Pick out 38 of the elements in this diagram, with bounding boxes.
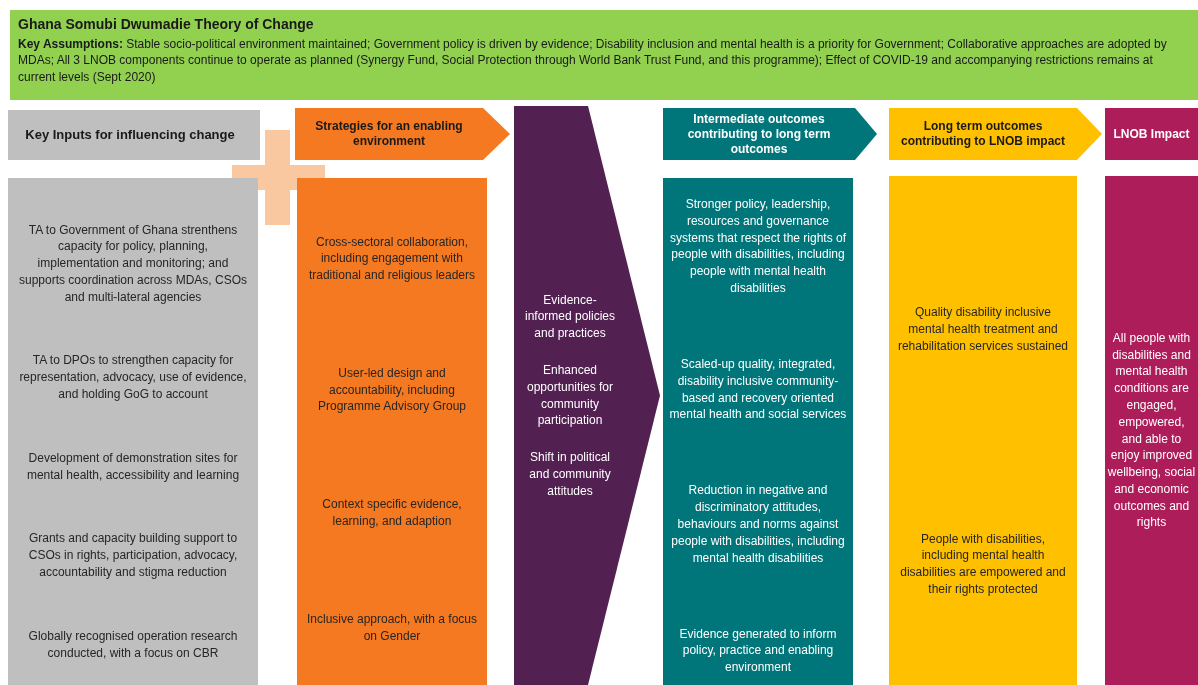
item-text: User-led design and accountability, including Programme Advisory Group [316,364,468,416]
item-text: Scaled-up quality, integrated, disability inclusive community-based and recovery oriented mental health and social services [669,356,847,424]
item-text: Grants and capacity building support to CSOs in rights, participation, advocacy, accountability and stigma reduction [27,530,239,581]
header-text: Intermediate outcomes contributing to long term outcomes [686,111,832,157]
header-text: Key Inputs for influencing change [24,126,236,144]
item-text: All people with disabilities and mental health conditions are engaged, empowered, and able to enjoy improved wellbeing, social and economic outcomes and rights [1107,329,1196,532]
item-text: Inclusive approach, with a focus on Gender [305,610,479,645]
inputs-panel [8,178,258,685]
item-text: Cross-sectoral collaboration, including engagement with traditional and religious leaders [307,233,477,284]
item-text: Enhanced opportunities for community participation [525,361,615,430]
title-band [10,10,1198,100]
header-text: LNOB Impact [1112,126,1191,142]
outcomes-panel [889,176,1077,685]
item-text: TA to DPOs to strengthen capacity for representation, advocacy, use of evidence, and holding GoG to account [18,352,248,403]
item-text: Quality disability inclusive mental health treatment and rehabilitation services sustained [897,304,1069,355]
assumptions-text: Key Assumptions: Stable socio-political environment maintained; Government policy is driven by evidence; Disability inclusion and mental health is a priority for Government; Collaborative approaches are adopted by MDAs; All 3 LNOB components continue to operate as planned (Synergy Fund, Social Protection through World Bank Trust Fund, and this programme); Effect of COVID-19 and accompanying restrictions remains at current levels (Sept 2020) [18,35,1168,86]
column-header [1105,108,1198,160]
chevron-header [295,108,510,160]
chevron-header [889,108,1102,160]
item-text: Stronger policy, leadership, resources and governance systems that respect the rights of people with disabilities, including people with mental health disabilities [669,196,847,297]
header-text: Strategies for an enabling environment [314,119,464,149]
header-text: Long term outcomes contributing to LNOB impact [900,119,1066,149]
item-text: Globally recognised operation research conducted, with a focus on CBR [27,627,239,662]
band-heading: Ghana Somubi Dwumadie Theory of Change [18,16,315,34]
impact-panel [1105,176,1198,685]
item-text: Reduction in negative and discriminatory attitudes, behaviours and norms against people with disabilities, including mental health disabilities [670,482,846,567]
outcomes-panel [663,178,853,685]
funnel-arrow [514,106,660,685]
strategies-panel [297,178,487,685]
item-text: Shift in political and community attitudes [528,449,612,500]
item-text: Evidence generated to inform policy, practice and enabling environment [678,625,838,676]
item-text: Context specific evidence, learning, and adaption [321,496,463,530]
item-text: TA to Government of Ghana strenthens capacity for policy, planning, implementation and monitoring; and supports coordination across MDAs, CSOs and multi-lateral agencies [18,221,248,306]
column-header [8,110,260,160]
chevron-header [663,108,877,160]
item-text: People with disabilities, including mental health disabilities are empowered and their rights protected [899,530,1067,598]
item-text: Evidence-informed policies and practices [523,291,616,342]
item-text: Development of demonstration sites for mental health, accessibility and learning [25,449,241,484]
